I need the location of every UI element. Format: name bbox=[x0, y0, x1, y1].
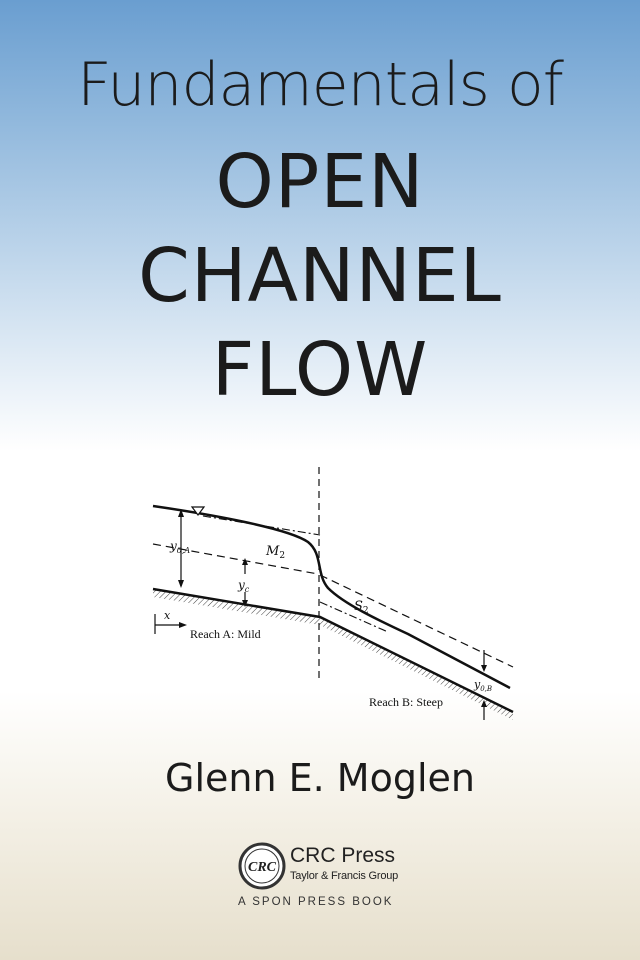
publisher-name: CRC Press bbox=[290, 844, 396, 867]
depth-arrow-y0b-upper-head bbox=[481, 665, 487, 672]
label-reach-a: Reach A: Mild bbox=[190, 627, 261, 641]
label-y0a: y0,A bbox=[169, 539, 190, 555]
publisher-block: CRC CRC Press Taylor & Francis Group A S… bbox=[238, 842, 438, 912]
title-line-1: Fundamentals of bbox=[77, 50, 564, 120]
author-name: Glenn E. Moglen bbox=[165, 756, 475, 800]
label-m2: M2 bbox=[265, 544, 285, 561]
x-axis-arrow-head bbox=[179, 622, 187, 628]
depth-arrow-y0a-top-head bbox=[178, 509, 184, 517]
title-line-2: OPEN bbox=[215, 139, 425, 225]
label-x: x bbox=[164, 609, 171, 622]
publisher-imprint: A SPON PRESS BOOK bbox=[238, 896, 394, 908]
depth-arrow-yc-lower-head bbox=[242, 600, 248, 607]
water-surface-profile bbox=[152, 504, 511, 690]
publisher-group: Taylor & Francis Group bbox=[290, 870, 399, 882]
svg-text:CRC: CRC bbox=[248, 860, 277, 875]
label-reach-b: Reach B: Steep bbox=[369, 695, 443, 709]
crc-press-logo: CRC bbox=[238, 842, 286, 890]
title-line-4: FLOW bbox=[211, 327, 429, 413]
label-s2: S2 bbox=[354, 599, 369, 616]
label-y0b: y0,B bbox=[473, 678, 492, 693]
depth-arrow-yc-upper-head bbox=[242, 558, 248, 565]
normal-depth-line-b bbox=[319, 601, 389, 633]
label-yc: yc bbox=[237, 578, 250, 594]
depth-arrow-y0a-bottom-head bbox=[178, 580, 184, 588]
channel-bed-line bbox=[152, 587, 514, 714]
title-line-3: CHANNEL bbox=[138, 233, 502, 319]
channel-bed-hatching bbox=[153, 589, 513, 720]
channel-profile-diagram: y0,A M2 yc S2 x Reach A: Mild y0,B Reach… bbox=[152, 467, 514, 720]
depth-arrow-y0b-lower-head bbox=[481, 700, 487, 707]
water-surface-symbol bbox=[190, 506, 206, 516]
critical-depth-line-b bbox=[319, 574, 514, 668]
